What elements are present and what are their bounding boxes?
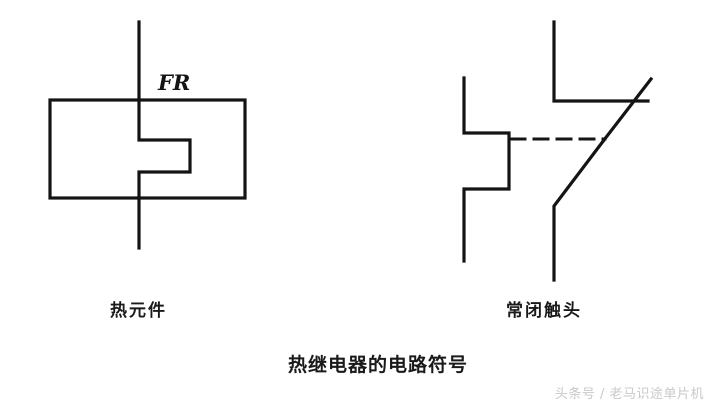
contact-upper-terminal [552, 20, 650, 103]
contact-blade-line [601, 76, 654, 143]
watermark-text: 头条号 / 老马识途单片机 [554, 387, 704, 402]
caption-nc-contact: 常闭触头 [506, 301, 582, 321]
fr-designator-label: FR [158, 70, 191, 95]
figure-title: 热继电器的电路符号 [288, 354, 469, 376]
contact-lower-terminal [552, 137, 607, 282]
contact-driver-bracket [462, 76, 511, 263]
thermal-bimetal-hook [137, 98, 192, 200]
caption-thermal-element: 热元件 [110, 301, 167, 321]
thermal-element-symbol [48, 20, 247, 250]
nc-contact-symbol [462, 20, 654, 282]
thermal-body-rect [48, 98, 247, 200]
